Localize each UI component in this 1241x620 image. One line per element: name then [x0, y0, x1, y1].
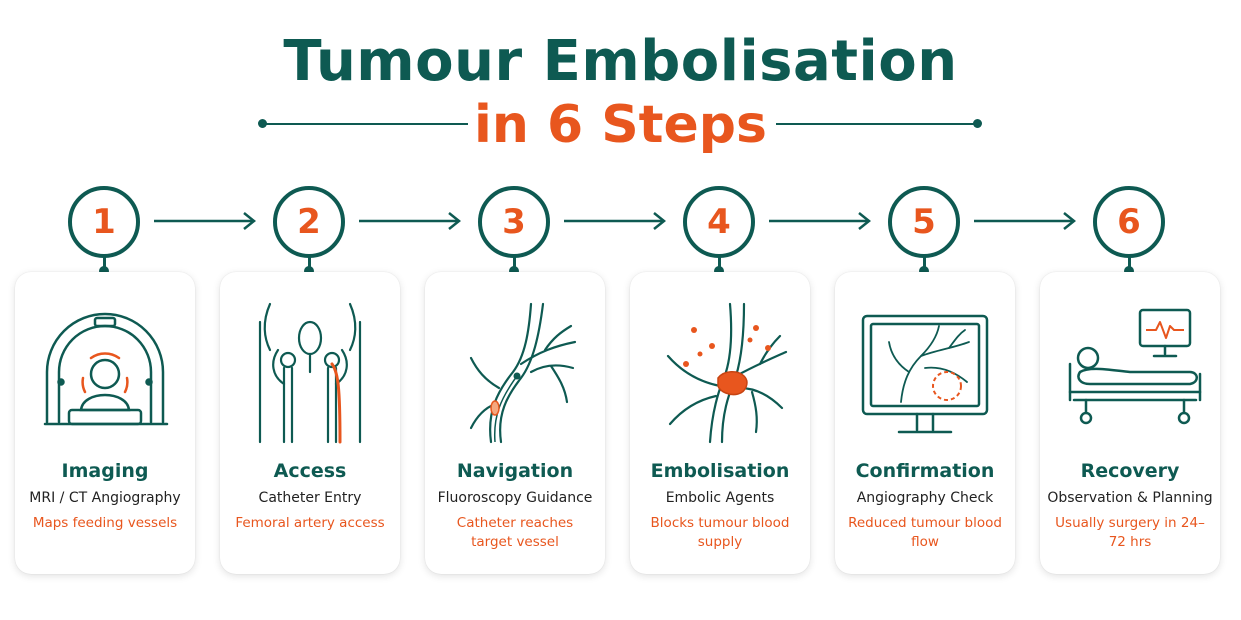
step-2-number: 2 — [273, 186, 345, 258]
step-6-number: 6 — [1093, 186, 1165, 258]
hospital-bed-icon — [1068, 308, 1202, 425]
step-6-card: Recovery Observation & Planning Usually … — [1040, 272, 1220, 574]
subtitle-row: in 6 Steps — [0, 94, 1241, 156]
step-2-card: Access Catheter Entry Femoral artery acc… — [220, 272, 400, 574]
step-6-connector-dot — [1124, 266, 1134, 276]
embolic-particles-icon — [666, 302, 788, 444]
mri-scanner-icon — [43, 312, 169, 426]
step-4-title: Embolisation — [650, 460, 790, 482]
step-4-number: 4 — [683, 186, 755, 258]
step-5-card: Confirmation Angiography Check Reduced t… — [835, 272, 1015, 574]
step-3-connector — [513, 254, 516, 270]
step-2-title: Access — [273, 460, 347, 482]
step-1-connector — [103, 254, 106, 270]
title-divider-right — [776, 123, 978, 125]
arrow-right-icon — [974, 212, 1077, 230]
step-5-connector — [923, 254, 926, 270]
arrow-right-icon — [154, 212, 257, 230]
step-1-connector-dot — [99, 266, 109, 276]
title-divider-left — [262, 123, 468, 125]
step-1-title: Imaging — [61, 460, 149, 482]
pelvis-catheter-icon — [258, 302, 362, 444]
step-6-description: Usually surgery in 24–72 hrs — [1055, 515, 1205, 550]
angiography-monitor-icon — [861, 314, 989, 434]
step-4-subtitle: Embolic Agents — [665, 490, 775, 506]
step-2-subtitle: Catheter Entry — [258, 490, 362, 506]
step-3-description: Catheter reaches target vessel — [456, 515, 574, 550]
step-4-connector — [718, 254, 721, 270]
step-2-connector — [308, 254, 311, 270]
page-subtitle: in 6 Steps — [474, 95, 767, 155]
step-4-card: Embolisation Embolic Agents Blocks tumou… — [630, 272, 810, 574]
step-6-connector — [1128, 254, 1131, 270]
step-3-title: Navigation — [456, 460, 574, 482]
step-3-card: Navigation Fluoroscopy Guidance Catheter… — [425, 272, 605, 574]
step-2-description: Femoral artery access — [235, 515, 385, 531]
step-1-number: 1 — [68, 186, 140, 258]
step-3-number: 3 — [478, 186, 550, 258]
title-divider-dot-right — [973, 119, 982, 128]
step-6-title: Recovery — [1080, 460, 1180, 482]
step-5-subtitle: Angiography Check — [856, 490, 994, 506]
step-4-connector-dot — [714, 266, 724, 276]
step-2-connector-dot — [304, 266, 314, 276]
vessel-navigation-icon — [469, 302, 577, 444]
step-3-subtitle: Fluoroscopy Guidance — [437, 490, 593, 506]
step-1-description: Maps feeding vessels — [32, 515, 178, 531]
arrow-right-icon — [359, 212, 462, 230]
step-5-description: Reduced tumour blood flow — [848, 515, 1002, 550]
step-3-connector-dot — [509, 266, 519, 276]
page-title: Tumour Embolisation — [283, 29, 958, 94]
step-5-connector-dot — [919, 266, 929, 276]
step-1-subtitle: MRI / CT Angiography — [29, 490, 181, 506]
step-1-card: Imaging MRI / CT Angiography Maps feedin… — [15, 272, 195, 574]
step-5-number: 5 — [888, 186, 960, 258]
arrow-right-icon — [564, 212, 667, 230]
step-6-subtitle: Observation & Planning — [1047, 490, 1213, 506]
step-4-description: Blocks tumour blood supply — [650, 515, 790, 550]
arrow-right-icon — [769, 212, 872, 230]
step-5-title: Confirmation — [855, 460, 995, 482]
